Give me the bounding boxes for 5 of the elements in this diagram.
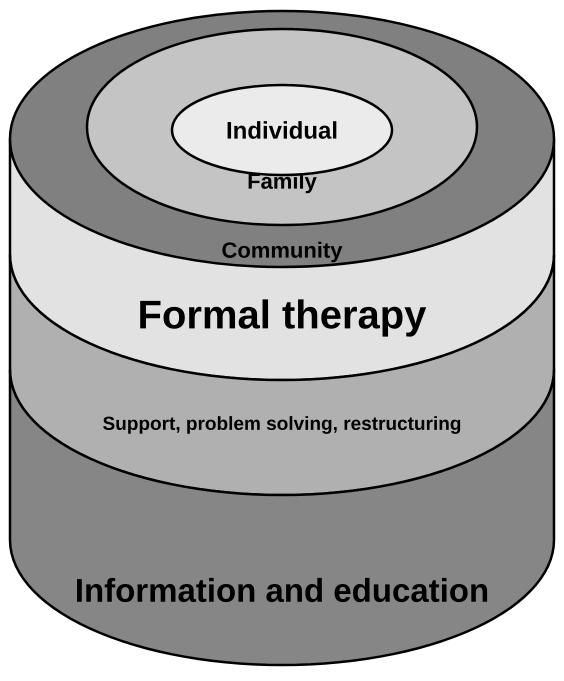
layer-label: Individual [228, 121, 336, 139]
layer-label: Formal therapy [140, 299, 426, 337]
layer-label: Information and education [77, 578, 488, 602]
layer-label: Community [222, 242, 342, 262]
layer-label: Support, problem solving, restructuring [103, 416, 460, 434]
